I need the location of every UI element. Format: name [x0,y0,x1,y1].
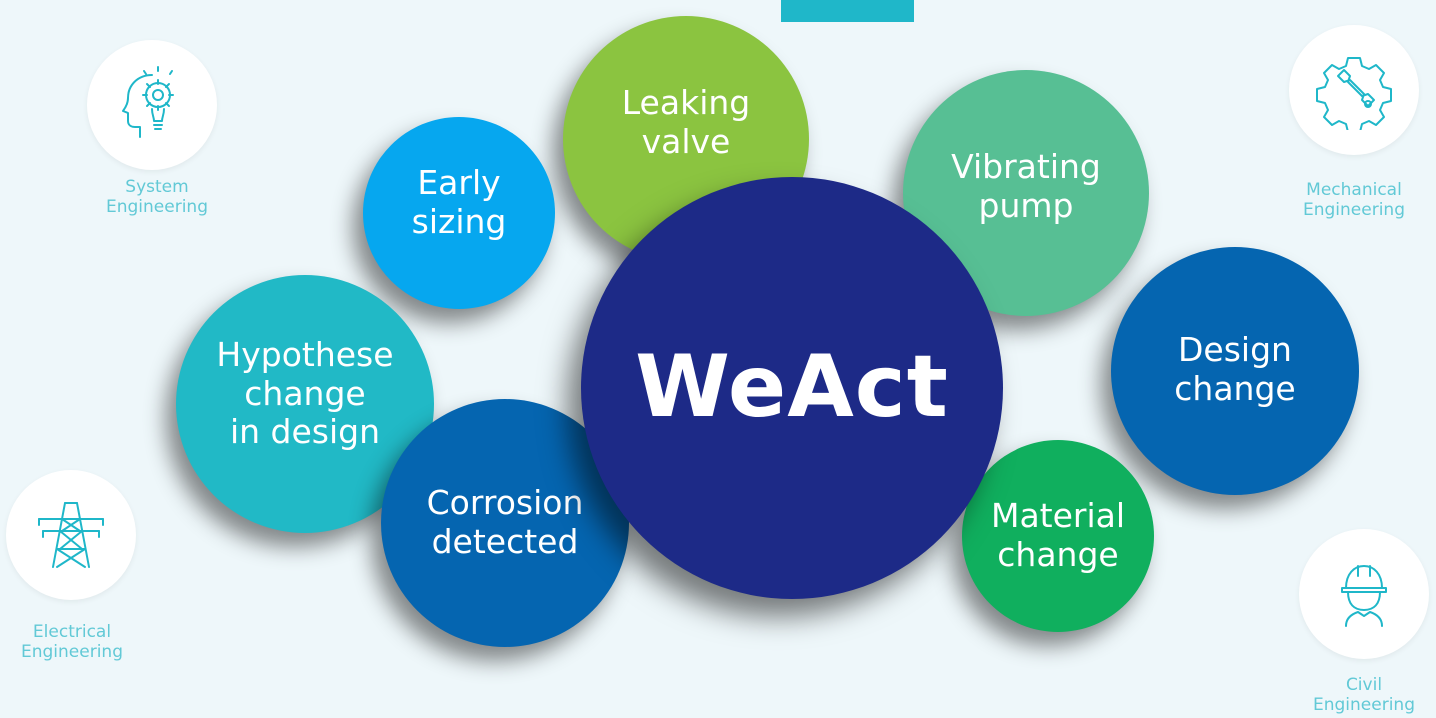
electrical-engineering-caption: Electrical Engineering [21,622,123,663]
system-engineering-caption: System Engineering [106,177,208,218]
civil-engineering-caption: Civil Engineering [1313,675,1415,716]
mechanical-engineering-disc [1289,25,1419,155]
bubble-vibrating-pump-label: Vibrating pump [951,147,1101,225]
bubble-hypothese-change: Hypothese change in design [176,275,434,533]
electrical-engineering-disc [6,470,136,600]
power-pylon-icon [38,502,104,568]
bubble-leaking-valve-label: Leaking valve [621,83,751,161]
bubble-corrosion-detected-label: Corrosion detected [426,483,584,561]
bubble-material-change-label: Material change [990,496,1126,574]
bubble-design-change: Design change [1111,247,1359,495]
bubble-hypothese-change-label: Hypothese change in design [216,334,394,452]
center-bubble-weact: WeAct [581,177,1003,599]
bubble-early-sizing-label: Early sizing [411,163,507,241]
hard-hat-worker-icon [1341,565,1387,627]
bubble-design-change-label: Design change [1174,330,1296,408]
center-title: WeAct [635,337,949,438]
bubble-material-change: Material change [962,440,1154,632]
bubble-corrosion-detected: Corrosion detected [381,399,629,647]
civil-engineering-disc [1299,529,1429,659]
system-engineering-disc [87,40,217,170]
gear-wrench-icon [1316,57,1392,130]
head-gear-bulb-icon [122,66,174,138]
bubble-early-sizing: Early sizing [363,117,555,309]
top-accent-bar [781,0,914,22]
mechanical-engineering-caption: Mechanical Engineering [1303,180,1405,221]
